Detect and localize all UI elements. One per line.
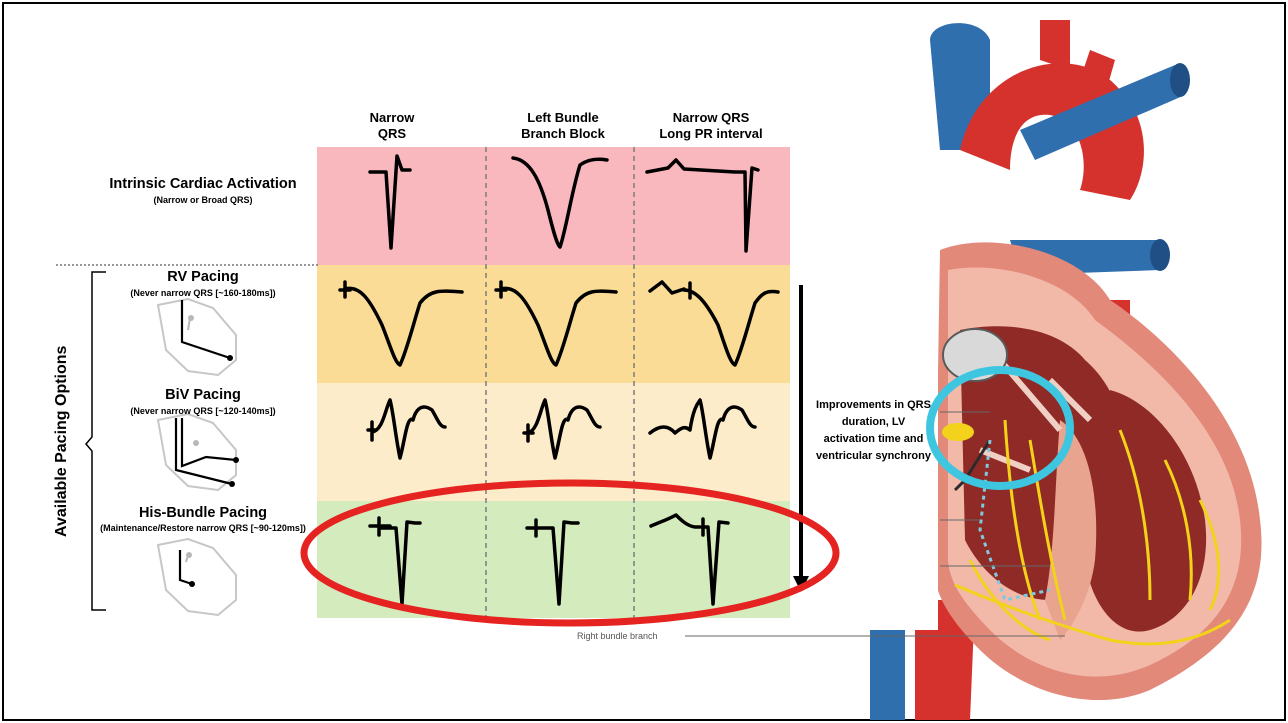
biv-lead-atrial-tip (193, 440, 199, 446)
pulmonary-vein-opening (1150, 239, 1170, 271)
row-title-intrinsic: Intrinsic Cardiac Activation (38, 175, 368, 193)
row-subtitle-rv: (Never narrow QRS [~160-180ms]) (38, 288, 368, 299)
ventricle-outline-biv (158, 414, 236, 490)
inferior-vena-cava (870, 620, 905, 720)
rv-lead (182, 300, 230, 358)
ventricle-outline-his (158, 539, 236, 615)
lead-diagrams (158, 299, 239, 615)
column-header-lbbb: Left Bundle Branch Block (488, 110, 638, 142)
row-subtitle-intrinsic: (Narrow or Broad QRS) (38, 195, 368, 206)
biv-lead-rv (176, 418, 232, 484)
improvement-arrow-label: Improvements in QRS duration, LV activat… (806, 397, 941, 465)
rv-lead-secondary-tip (188, 315, 194, 321)
his-lead-tip (189, 581, 195, 587)
options-bracket (86, 272, 106, 610)
row-title-biv: BiV Pacing (38, 386, 368, 404)
column-header-narrow-qrs: Narrow QRS (317, 110, 467, 142)
biv-lead-lv-tip (233, 457, 239, 463)
aorta-branch-1 (1040, 20, 1070, 70)
biv-lead-rv-tip (229, 481, 235, 487)
right-bundle-branch-label: Right bundle branch (577, 631, 658, 641)
row-subtitle-his: (Maintenance/Restore narrow QRS [~90-120… (38, 523, 368, 534)
row-title-rv: RV Pacing (38, 268, 368, 286)
his-lead-secondary-tip (186, 552, 192, 558)
rv-lead-tip (227, 355, 233, 361)
available-pacing-options-label: Available Pacing Options (53, 347, 71, 537)
his-bundle-node (942, 423, 974, 441)
row-title-his: His-Bundle Pacing (38, 504, 368, 522)
row-subtitle-biv: (Never narrow QRS [~120-140ms]) (38, 406, 368, 417)
column-header-long-pr: Narrow QRS Long PR interval (636, 110, 786, 142)
ventricle-outline-rv (158, 299, 236, 375)
pulmonary-artery-opening (1170, 63, 1190, 97)
